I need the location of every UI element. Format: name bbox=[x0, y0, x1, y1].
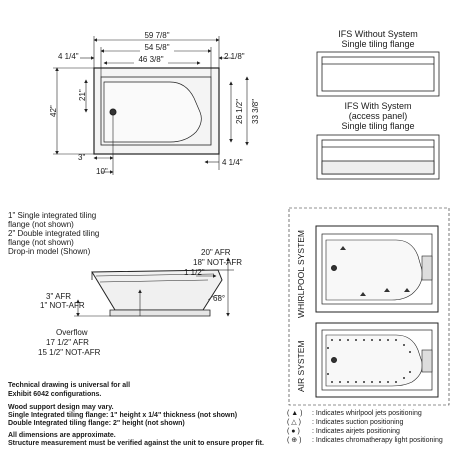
legend-symbol-airjet-icon: ( ● ) bbox=[287, 428, 300, 435]
ifs-without-subtitle: Single tiling flange bbox=[341, 39, 415, 49]
dim-bottom-offset: 4 1/4" bbox=[222, 158, 243, 167]
install-note: flange (not shown) bbox=[8, 220, 74, 229]
ifs-without-title: IFS Without System bbox=[338, 29, 418, 39]
footer-note: Exhibit 6042 configurations. bbox=[8, 391, 102, 398]
footer-note: Wood support design may vary. bbox=[8, 404, 114, 411]
ifs-with-subtitle-2: Single tiling flange bbox=[341, 121, 415, 131]
dim-angle: 68° bbox=[213, 294, 226, 303]
whirlpool-system-label: WHIRLPOOL SYSTEM bbox=[296, 229, 306, 318]
legend-text: : Indicates chromatherapy light position… bbox=[312, 437, 443, 444]
dim-rim: 1 1/2" bbox=[184, 268, 205, 277]
dim-left-offset: 4 1/4" bbox=[58, 52, 79, 61]
side-view-tub bbox=[91, 269, 223, 317]
dim-overall-width: 59 7/8" bbox=[144, 31, 170, 40]
footer-note: Structure measurement must be verified a… bbox=[8, 440, 264, 447]
dim-overall-depth: 42" bbox=[49, 105, 58, 117]
ifs-with-subtitle: (access panel) bbox=[348, 111, 408, 121]
air-tub-drawing bbox=[315, 322, 439, 398]
side-view-dimension-lines bbox=[74, 257, 234, 317]
footer-note: All dimensions are approximate. bbox=[8, 432, 116, 439]
install-note: 2" Double integrated tiling bbox=[8, 229, 100, 238]
dim-inner-width: 54 5/8" bbox=[140, 43, 174, 52]
legend-text: : Indicates whirlpool jets positioning bbox=[312, 410, 422, 417]
legend-symbol-suction-icon: ( △ ) bbox=[287, 419, 301, 426]
legend-text: : Indicates suction positioning bbox=[312, 419, 404, 426]
footer-note: Double Integrated tiling flange: 2" heig… bbox=[8, 420, 185, 427]
dim-afr-left: 3" AFR bbox=[46, 292, 72, 301]
dim-drain-x: 3" bbox=[78, 153, 86, 162]
dim-inner-depth-a: 26 1/2" bbox=[235, 98, 244, 124]
footer-note: Technical drawing is universal for all bbox=[8, 382, 131, 389]
dim-right-offset: 2 1/8" bbox=[224, 52, 245, 61]
overflow-label: Overflow bbox=[56, 328, 88, 337]
dim-basin-width: 46 3/8" bbox=[134, 55, 168, 64]
install-note: 1" Single integrated tiling bbox=[8, 211, 97, 220]
ifs-with-drawing bbox=[316, 134, 440, 180]
dim-not-afr-left: 1" NOT-AFR bbox=[40, 301, 85, 310]
legend-symbol-whirlpool-icon: ( ▲ ) bbox=[287, 410, 303, 417]
ifs-without-drawing bbox=[316, 51, 440, 97]
footer-note: Single Integrated tiling flange: 1" heig… bbox=[8, 412, 238, 419]
dim-inner-depth-b: 33 3/8" bbox=[251, 98, 260, 124]
system-panels-frame bbox=[288, 207, 450, 406]
dim-not-afr-right: 18" NOT-AFR bbox=[193, 258, 243, 267]
top-view-dimension-lines bbox=[53, 36, 249, 175]
legend-symbol-light-icon: ( ⊕ ) bbox=[287, 437, 302, 444]
install-note: Drop-in model (Shown) bbox=[8, 247, 91, 256]
top-view-tub bbox=[93, 67, 220, 155]
air-system-label: AIR SYSTEM bbox=[296, 340, 306, 392]
airjet-dots bbox=[327, 339, 411, 383]
dim-afr-right: 20" AFR bbox=[201, 248, 231, 257]
overflow-not-afr: 15 1/2" NOT-AFR bbox=[38, 348, 101, 357]
legend-text: : Indicates airjets positioning bbox=[312, 428, 400, 435]
install-note: flange (not shown) bbox=[8, 238, 74, 247]
dim-basin-depth: 21" bbox=[78, 89, 87, 101]
ifs-with-title: IFS With System bbox=[344, 101, 412, 111]
whirlpool-tub-drawing bbox=[315, 225, 439, 313]
overflow-afr: 17 1/2" AFR bbox=[46, 338, 89, 347]
dim-drain-y: 10" bbox=[96, 167, 108, 176]
